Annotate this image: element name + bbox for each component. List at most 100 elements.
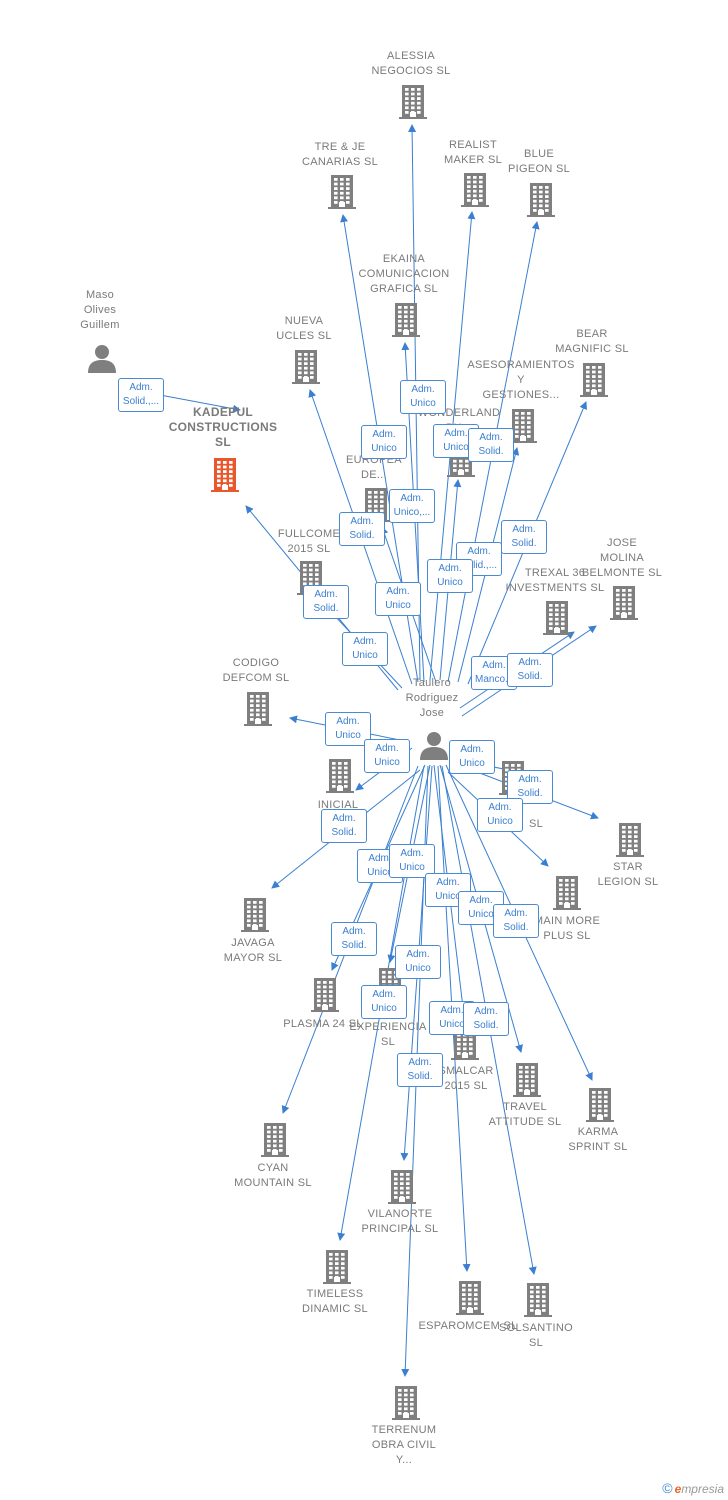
role-badge[interactable]: Adm. Unico <box>342 632 388 666</box>
role-badge[interactable]: Adm. Unico <box>400 380 446 414</box>
node-label-text: EXPERIENCIA SL <box>349 1021 427 1048</box>
building-icon[interactable] <box>241 898 269 932</box>
node-label[interactable]: Taulero Rodriguez Jose <box>372 676 492 721</box>
role-badge[interactable]: Adm. Unico <box>449 740 495 774</box>
building-icon[interactable] <box>616 823 644 857</box>
node-label-text: FULLCOME 2015 SL <box>277 528 341 555</box>
node-label[interactable]: VILANORTE PRINCIPAL SL <box>340 1207 460 1237</box>
building-icon[interactable] <box>580 363 608 397</box>
role-badge[interactable]: Adm. Solid. <box>468 428 514 462</box>
building-icon[interactable] <box>543 601 571 635</box>
building-icon[interactable] <box>586 1088 614 1122</box>
node-label[interactable]: ESPAROMCEM SL <box>408 1319 528 1334</box>
node-label-text: TREXAL 36 INVESTMENTS SL <box>505 567 605 594</box>
node-label[interactable]: EXPERIENCIA SL <box>328 1020 448 1050</box>
building-icon[interactable] <box>509 409 537 443</box>
node-label-text: CODIGO DEFCOM SL <box>222 657 290 684</box>
node-label[interactable]: TIMELESS DINAMIC SL <box>275 1287 395 1317</box>
person-icon[interactable] <box>419 730 449 760</box>
node-label-text: TRE & JE CANARIAS SL <box>301 141 379 168</box>
node-label-text: ALESSIA NEGOCIOS SL <box>371 50 451 77</box>
node-label[interactable]: TRE & JE CANARIAS SL <box>280 140 400 170</box>
building-icon[interactable] <box>323 1250 351 1284</box>
role-badge[interactable]: Adm. Solid. <box>397 1053 443 1087</box>
node-label[interactable]: ALESSIA NEGOCIOS SL <box>351 49 471 79</box>
building-icon[interactable] <box>524 1283 552 1317</box>
role-badge[interactable]: Adm. Unico <box>361 425 407 459</box>
node-label-text: SMALCAR 2015 SL <box>438 1065 494 1092</box>
node-label[interactable]: KADEPUL CONSTRUCTIONS SL <box>163 405 283 450</box>
node-label[interactable]: CYAN MOUNTAIN SL <box>213 1161 333 1191</box>
node-label[interactable]: ASESORAMIENTOS Y GESTIONES... <box>461 358 581 403</box>
building-icon[interactable] <box>610 586 638 620</box>
role-badge[interactable]: Adm. Unico <box>395 945 441 979</box>
building-icon[interactable] <box>326 759 354 793</box>
role-badge[interactable]: Adm. Unico <box>361 985 407 1019</box>
building-icon[interactable] <box>311 978 339 1012</box>
node-label[interactable]: Maso Olives Guillem <box>40 288 160 333</box>
building-icon[interactable] <box>244 692 272 726</box>
role-badge[interactable]: Adm. Unico <box>325 712 371 746</box>
role-badge[interactable]: Adm. Solid.,... <box>118 378 164 412</box>
building-icon[interactable] <box>513 1063 541 1097</box>
role-badge[interactable]: Adm. Solid. <box>303 585 349 619</box>
building-icon[interactable] <box>211 458 239 492</box>
node-label[interactable]: FULLCOME 2015 SL <box>249 527 369 557</box>
node-label[interactable]: SMALCAR 2015 SL <box>406 1064 526 1094</box>
node-label[interactable]: REALIST MAKER SL <box>413 138 533 168</box>
node-label-text: Maso Olives Guillem <box>80 289 120 331</box>
node-label[interactable]: BLUE PIGEON SL <box>479 147 599 177</box>
role-badge[interactable]: Adm. Unico <box>389 844 435 878</box>
building-icon[interactable] <box>261 1123 289 1157</box>
node-label[interactable]: KARMA SPRINT SL <box>538 1125 658 1155</box>
node-label-text: REALIST MAKER SL <box>443 139 503 166</box>
node-label-text: TRAVEL ATTITUDE SL <box>488 1101 562 1128</box>
building-icon[interactable] <box>392 303 420 337</box>
node-label[interactable]: TREXAL 36 INVESTMENTS SL <box>495 566 615 596</box>
person-icon[interactable] <box>87 343 117 373</box>
node-label-text: SL <box>528 818 544 830</box>
role-badge[interactable]: Adm. Unico <box>375 582 421 616</box>
role-badge[interactable]: Adm. Solid. <box>331 922 377 956</box>
node-label[interactable]: TRAVEL ATTITUDE SL <box>465 1100 585 1130</box>
node-label[interactable]: JOSE MOLINA BELMONTE SL <box>562 536 682 581</box>
role-badge[interactable]: Adm. Solid. <box>507 653 553 687</box>
building-icon[interactable] <box>392 1386 420 1420</box>
role-badge[interactable]: Adm. Unico,... <box>389 489 435 523</box>
building-icon[interactable] <box>328 175 356 209</box>
node-label[interactable]: NUEVA UCLES SL <box>244 314 364 344</box>
node-label[interactable]: CODIGO DEFCOM SL <box>196 656 316 686</box>
node-label-text: MAIN MORE PLUS SL <box>533 915 601 942</box>
building-icon[interactable] <box>527 183 555 217</box>
role-badge[interactable]: Adm. Unico <box>427 559 473 593</box>
building-icon[interactable] <box>456 1281 484 1315</box>
node-label[interactable]: PLASMA 24 SL <box>263 1017 383 1032</box>
node-label[interactable]: SL <box>476 817 596 832</box>
node-label[interactable]: EKAINA COMUNICACION GRAFICA SL <box>344 252 464 297</box>
role-badge[interactable]: Adm. Solid. <box>321 809 367 843</box>
building-icon[interactable] <box>292 350 320 384</box>
node-label[interactable]: STAR LEGION SL <box>568 860 688 890</box>
brand-footer[interactable]: ©empresia <box>662 1480 724 1496</box>
edge-maso <box>159 394 241 413</box>
node-label[interactable]: SOLSANTINO SL <box>476 1321 596 1351</box>
copyright-icon: © <box>662 1480 673 1496</box>
node-label[interactable]: MAIN MORE PLUS SL <box>507 914 627 944</box>
role-badge[interactable]: Adm. Solid. <box>339 512 385 546</box>
building-icon[interactable] <box>388 1170 416 1204</box>
node-label[interactable]: JAVAGA MAYOR SL <box>193 936 313 966</box>
building-icon[interactable] <box>461 173 489 207</box>
node-label[interactable]: TERRENUM OBRA CIVIL Y... <box>344 1423 464 1468</box>
node-label-text: STAR LEGION SL <box>597 861 659 888</box>
building-icon[interactable] <box>399 85 427 119</box>
role-badge[interactable]: Adm. Solid. <box>501 520 547 554</box>
role-badge[interactable]: Adm. Unico <box>364 739 410 773</box>
node-label-text: BLUE PIGEON SL <box>508 148 570 175</box>
role-badge[interactable]: Adm. Solid. <box>463 1002 509 1036</box>
node-label[interactable]: BEAR MAGNIFIC SL <box>532 327 652 357</box>
building-icon[interactable] <box>553 876 581 910</box>
role-badge[interactable]: Adm. Unico <box>477 798 523 832</box>
role-badge[interactable]: Adm. Solid. <box>493 904 539 938</box>
brand-logo-e: e <box>674 1482 682 1496</box>
